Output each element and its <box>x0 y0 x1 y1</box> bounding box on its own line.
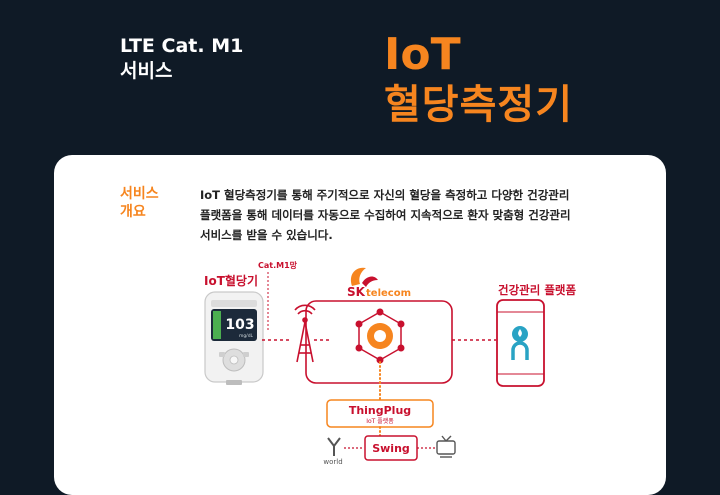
page-title-line2: 혈당측정기 <box>384 82 573 128</box>
overview-label-line2: 개요 <box>120 204 146 220</box>
overview-text: IoT 혈당측정기를 통해 주기적으로 자신의 혈당을 측정하고 다양한 건강관… <box>200 185 620 245</box>
service-type-subtitle: 서비스 <box>120 60 173 82</box>
network-label: Cat.M1망 <box>258 260 298 270</box>
glucose-value: 103 <box>225 317 254 333</box>
glucose-meter-icon: 103 mg/dL <box>204 291 264 385</box>
service-diagram: IoT혈당기 Cat.M1망 건강관리 플랫폼 103 mg/dL SK tel… <box>204 260 576 466</box>
overview-text-line3: 서비스를 받을 수 있습니다. <box>200 228 333 242</box>
swing-box: Swing <box>364 435 418 461</box>
glucose-unit: mg/dL <box>239 333 254 339</box>
tv-icon <box>436 435 456 458</box>
thingplug-label: ThingPlug <box>349 404 411 417</box>
device-label: IoT혈당기 <box>204 273 258 288</box>
sk-telecom-logo: SK telecom <box>347 267 411 299</box>
smartphone-icon <box>496 299 545 387</box>
t-world-logo: world <box>323 437 343 466</box>
header-right: IoT 혈당측정기 <box>384 30 573 130</box>
cell-tower-icon <box>294 304 316 363</box>
overview-text-line1: IoT 혈당측정기를 통해 주기적으로 자신의 혈당을 측정하고 다양한 건강관… <box>200 188 570 202</box>
overview-text-line2: 플랫폼을 통해 데이터를 자동으로 수집하여 지속적으로 환자 맞춤형 건강관리 <box>200 208 571 222</box>
header-left: LTE Cat. M1 서비스 <box>120 34 243 84</box>
sk-brand-text: SK <box>347 285 366 299</box>
platform-label: 건강관리 플랫폼 <box>498 283 576 297</box>
service-type-title: LTE Cat. M1 <box>120 35 244 57</box>
world-label: world <box>323 458 342 466</box>
swing-label: Swing <box>372 442 410 455</box>
thingplug-box: ThingPlug IoT 플랫폼 <box>326 399 434 428</box>
hub-network-icon <box>355 308 405 364</box>
sk-telecom-text: telecom <box>366 288 411 299</box>
thingplug-sublabel: IoT 플랫폼 <box>366 417 394 425</box>
page-title-line1: IoT <box>384 29 461 80</box>
overview-label-line1: 서비스 <box>120 186 159 202</box>
overview-label: 서비스 개요 <box>120 185 159 221</box>
